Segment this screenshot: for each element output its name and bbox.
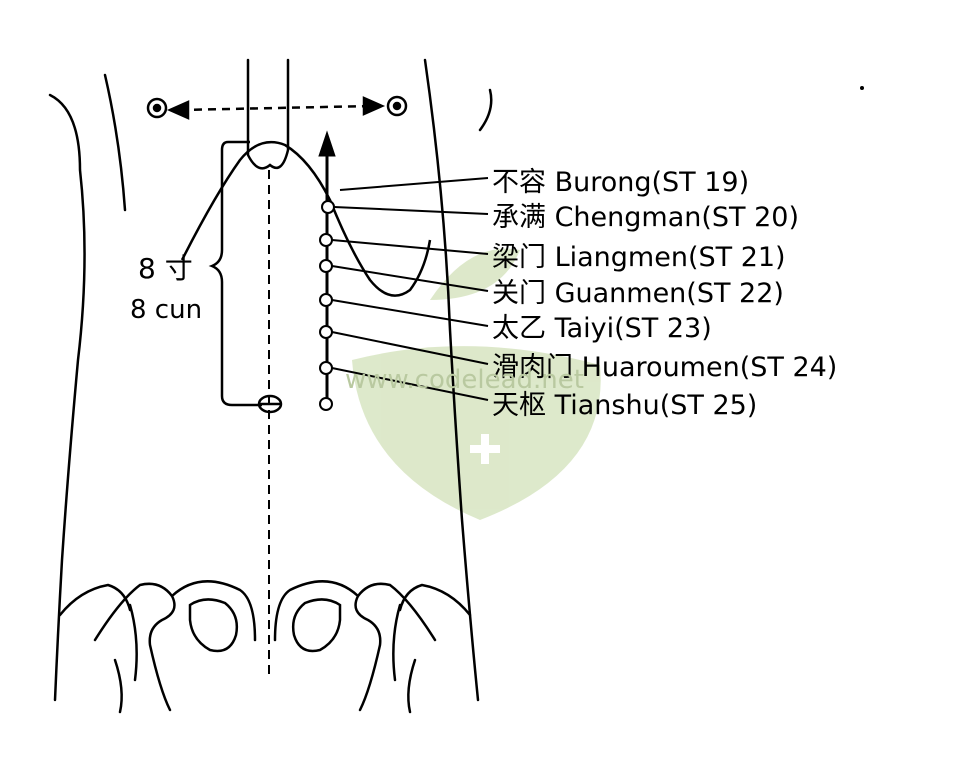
stray-mark bbox=[860, 86, 864, 90]
nipple-distance-arrow bbox=[166, 96, 386, 120]
right-nipple-icon bbox=[386, 95, 408, 117]
point-label-st22: 关门 Guanmen(ST 22) bbox=[492, 278, 784, 309]
pelvis-outline bbox=[58, 580, 472, 714]
distance-label-english: 8 cun bbox=[130, 295, 202, 325]
cun-bracket bbox=[208, 140, 262, 407]
point-label-st21: 梁门 Liangmen(ST 21) bbox=[492, 242, 786, 273]
point-label-st25: 天枢 Tianshu(ST 25) bbox=[492, 390, 757, 421]
point-label-st19: 不容 Burong(ST 19) bbox=[492, 167, 749, 198]
distance-label-chinese: 8 寸 bbox=[138, 252, 193, 285]
point-label-st23: 太乙 Taiyi(ST 23) bbox=[492, 313, 712, 344]
watermark-text: www.codelead.net bbox=[345, 365, 584, 395]
left-nipple-icon bbox=[146, 97, 168, 119]
acupoint-markers bbox=[319, 177, 489, 411]
watermark-logo bbox=[352, 248, 601, 520]
costal-arch bbox=[180, 140, 432, 297]
point-label-st24: 滑肉门 Huaroumen(ST 24) bbox=[492, 352, 837, 383]
meridian-arrow bbox=[318, 130, 336, 400]
point-label-st20: 承满 Chengman(ST 20) bbox=[492, 202, 799, 233]
